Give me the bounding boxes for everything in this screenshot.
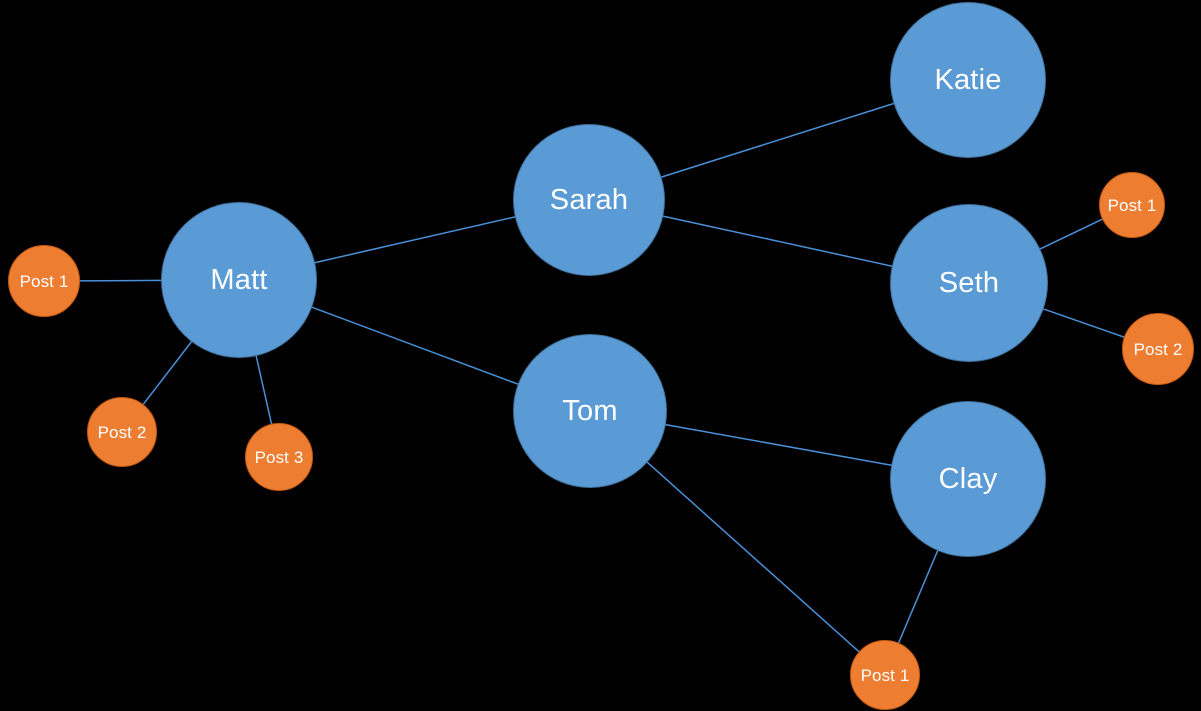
node-label-matt-post-1: Post 1 bbox=[19, 271, 69, 291]
node-label-clay: Clay bbox=[938, 462, 998, 495]
node-label-matt: Matt bbox=[210, 263, 268, 296]
node-tom[interactable]: Tom bbox=[513, 334, 667, 488]
edge-matt-post-2-to-matt bbox=[141, 340, 193, 406]
edge-sarah-to-seth bbox=[661, 215, 894, 268]
node-label-seth: Seth bbox=[938, 266, 1000, 299]
edge-clay-to-shared-post-1 bbox=[897, 549, 939, 645]
edge-matt-to-sarah bbox=[313, 215, 517, 264]
edge-tom-to-clay bbox=[664, 423, 893, 467]
edge-sarah-to-katie bbox=[659, 102, 896, 179]
node-katie[interactable]: Katie bbox=[890, 2, 1046, 158]
node-seth-post-1[interactable]: Post 1 bbox=[1099, 172, 1165, 238]
node-matt-post-1[interactable]: Post 1 bbox=[8, 245, 80, 317]
node-shared-post-1[interactable]: Post 1 bbox=[850, 640, 920, 710]
node-label-matt-post-3: Post 3 bbox=[254, 447, 304, 467]
edge-seth-to-seth-post-2 bbox=[1041, 307, 1126, 339]
edge-matt-to-tom bbox=[310, 306, 520, 386]
edges-group bbox=[78, 102, 1126, 654]
node-label-seth-post-2: Post 2 bbox=[1133, 339, 1183, 359]
node-label-seth-post-1: Post 1 bbox=[1107, 195, 1157, 215]
edge-seth-to-seth-post-1 bbox=[1038, 218, 1104, 251]
edge-matt-post-3-to-matt bbox=[255, 354, 273, 426]
node-matt[interactable]: Matt bbox=[161, 202, 317, 358]
node-matt-post-3[interactable]: Post 3 bbox=[245, 423, 313, 491]
node-seth[interactable]: Seth bbox=[890, 204, 1048, 362]
node-label-shared-post-1: Post 1 bbox=[860, 665, 910, 685]
node-label-matt-post-2: Post 2 bbox=[97, 422, 147, 442]
node-label-sarah: Sarah bbox=[549, 183, 629, 216]
node-seth-post-2[interactable]: Post 2 bbox=[1122, 313, 1194, 385]
edge-tom-to-shared-post-1 bbox=[645, 460, 861, 654]
node-label-katie: Katie bbox=[934, 63, 1002, 96]
node-label-tom: Tom bbox=[562, 394, 618, 427]
node-clay[interactable]: Clay bbox=[890, 401, 1046, 557]
node-sarah[interactable]: Sarah bbox=[513, 124, 665, 276]
node-matt-post-2[interactable]: Post 2 bbox=[87, 397, 157, 467]
